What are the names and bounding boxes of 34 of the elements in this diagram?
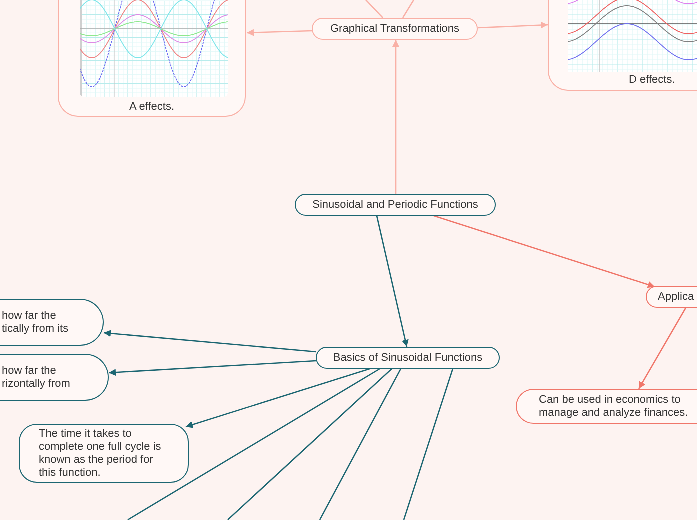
arrow bbox=[392, 40, 400, 194]
arrow bbox=[434, 215, 656, 288]
note-box bbox=[0, 354, 109, 401]
note-text: how far the rizontally from bbox=[2, 364, 72, 390]
connector-line bbox=[128, 368, 380, 520]
note-box bbox=[19, 424, 189, 483]
arrow bbox=[638, 308, 687, 390]
image-caption: D effects. bbox=[629, 74, 676, 87]
note-box bbox=[516, 389, 697, 424]
arrow bbox=[108, 360, 316, 376]
connector-line bbox=[402, 0, 415, 18]
topic-label: Graphical Transformations bbox=[330, 22, 460, 36]
connector-line bbox=[366, 0, 384, 18]
connector-line bbox=[403, 368, 454, 520]
topic-box bbox=[312, 18, 478, 40]
topic-label: Sinusoidal and Periodic Functions bbox=[312, 198, 478, 212]
topic-label: Basics of Sinusoidal Functions bbox=[333, 352, 483, 364]
topic-box bbox=[646, 286, 697, 308]
image-card bbox=[548, 0, 697, 91]
note-text: how far the tically from its bbox=[2, 310, 70, 336]
note-box bbox=[0, 299, 104, 346]
arrow bbox=[186, 368, 370, 428]
arrow bbox=[246, 29, 312, 36]
image-caption: A effects. bbox=[129, 101, 175, 114]
note-text: Can be used in economics to manage and analyze finances. bbox=[539, 394, 690, 420]
note-text: The time it takes to complete one full cycle is known as the period for this function. bbox=[39, 428, 162, 480]
topic-box bbox=[295, 194, 496, 216]
topic-box bbox=[316, 347, 500, 369]
arrow bbox=[478, 22, 548, 29]
topic-label: Applica bbox=[658, 290, 694, 304]
arrow bbox=[104, 330, 316, 353]
arrow bbox=[376, 216, 409, 348]
connector-line bbox=[228, 368, 392, 520]
connector-line bbox=[319, 368, 402, 520]
